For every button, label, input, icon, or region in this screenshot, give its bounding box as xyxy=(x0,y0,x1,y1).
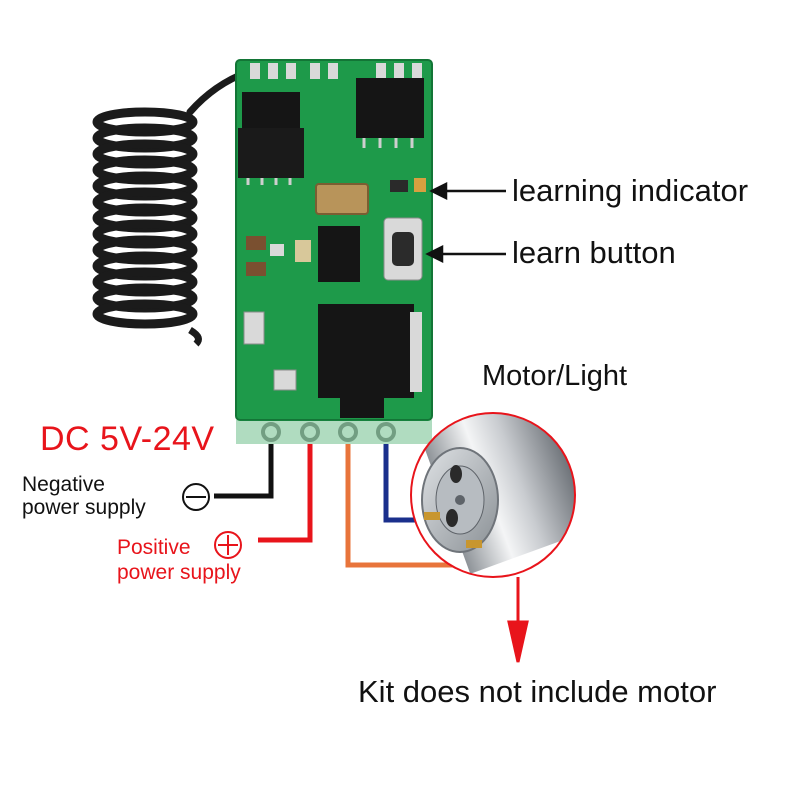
antenna-coil xyxy=(92,68,252,347)
motor-illustration xyxy=(410,412,576,578)
crystal xyxy=(315,183,369,215)
arrow-down-icon xyxy=(507,577,529,663)
negative-label-line1: Negative xyxy=(22,473,105,496)
ic-chip-top-left xyxy=(242,92,300,130)
learn-button-component xyxy=(383,217,423,281)
top-pins xyxy=(250,63,422,79)
pcb-board xyxy=(235,59,433,444)
motor-light-label: Motor/Light xyxy=(482,360,628,392)
positive-label-line1: Positive xyxy=(117,536,191,559)
wire-positive xyxy=(258,444,313,543)
kit-note: Kit does not include motor xyxy=(358,674,717,709)
antenna-coil-ring xyxy=(92,299,198,329)
minus-circle-icon xyxy=(182,483,210,511)
plus-circle-icon xyxy=(214,531,242,559)
wire-blue xyxy=(383,444,420,523)
negative-label-line2: power supply xyxy=(22,496,146,519)
voltage-label: DC 5V-24V xyxy=(40,420,215,458)
antenna-coil-tail xyxy=(188,326,202,347)
ic-chip-top-right xyxy=(356,78,424,138)
wire-negative xyxy=(214,444,274,499)
arrow-left-icon xyxy=(429,181,506,201)
regulator xyxy=(318,226,360,282)
learning-indicator-label: learning indicator xyxy=(512,173,749,208)
positive-label-line2: power supply xyxy=(117,561,241,584)
arrow-left-icon xyxy=(425,244,506,264)
ic-chip-left xyxy=(238,128,304,178)
mosfet xyxy=(318,304,414,398)
terminal-pads xyxy=(261,422,396,442)
learn-button-label: learn button xyxy=(512,235,676,270)
